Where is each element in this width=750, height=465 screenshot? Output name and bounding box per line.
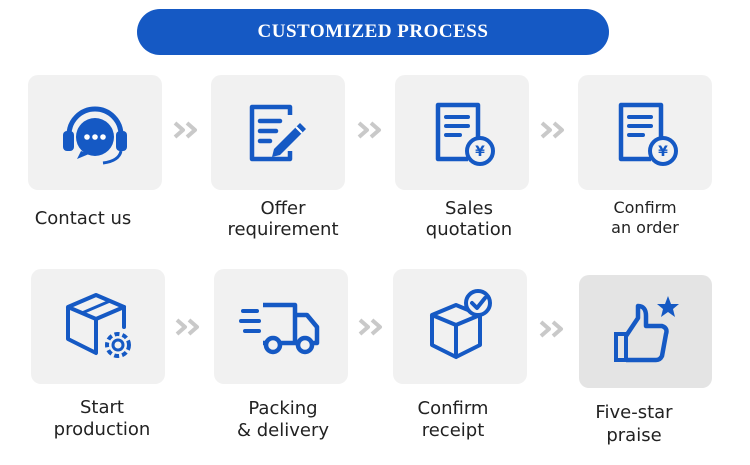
- step-tile-order: ¥: [578, 75, 712, 190]
- step-label-delivery: Packing & delivery: [236, 398, 330, 441]
- svg-text:¥: ¥: [658, 144, 668, 160]
- box-gear-icon: [66, 292, 131, 358]
- thumbs-up-star-icon: [613, 295, 679, 362]
- customer-service-headset-icon: [63, 106, 127, 164]
- step-tile-requirement: [211, 75, 345, 190]
- step-label-receipt: Confirm receipt: [417, 398, 489, 441]
- step-tile-contact: [28, 75, 162, 190]
- step-label-quotation: Sales quotation: [425, 198, 513, 240]
- quotation-document-yen-icon: ¥: [435, 102, 495, 166]
- chevron-double-right-icon: [173, 121, 197, 139]
- step-tile-receipt: [393, 269, 527, 384]
- page-title: CUSTOMIZED PROCESS: [257, 21, 489, 42]
- document-edit-icon: [249, 104, 306, 161]
- order-document-yen-icon: ¥: [618, 102, 678, 166]
- step-tile-delivery: [214, 269, 348, 384]
- step-label-contact: Contact us: [34, 208, 132, 229]
- chevron-double-right-icon: [540, 121, 564, 139]
- step-label-requirement: Offer requirement: [227, 198, 339, 240]
- chevron-double-right-icon: [358, 318, 382, 336]
- step-label-praise: Five-star praise: [595, 402, 673, 446]
- chevron-double-right-icon: [175, 318, 199, 336]
- step-tile-praise: [579, 275, 712, 388]
- step-tile-quotation: ¥: [395, 75, 529, 190]
- chevron-double-right-icon: [357, 121, 381, 139]
- delivery-truck-icon: [239, 302, 320, 354]
- chevron-double-right-icon: [539, 320, 563, 338]
- step-label-production: Start production: [53, 397, 151, 440]
- step-tile-production: [31, 269, 165, 384]
- step-label-order: Confirm an order: [611, 198, 679, 237]
- svg-text:¥: ¥: [475, 144, 485, 160]
- box-check-icon: [430, 288, 492, 359]
- title-banner: CUSTOMIZED PROCESS: [137, 9, 609, 55]
